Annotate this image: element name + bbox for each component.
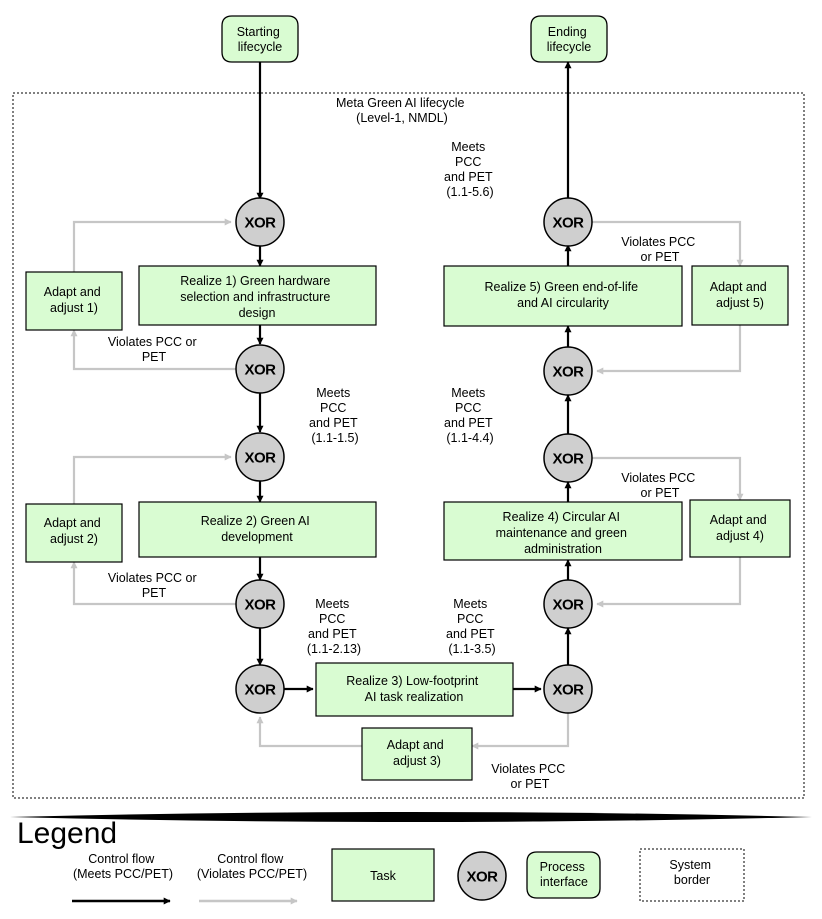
svg-text:XOR: XOR bbox=[552, 215, 584, 232]
svg-text:Adapt and adjust 5): Adapt and adjust 5) bbox=[710, 280, 770, 310]
svg-text:Adapt and adjust 2): Adapt and adjust 2) bbox=[44, 516, 104, 546]
svg-text:Starting lifecycle: Starting lifecycle bbox=[237, 25, 284, 54]
xor-gateway-4: XOR bbox=[235, 579, 285, 629]
svg-text:XOR: XOR bbox=[552, 682, 584, 699]
xor-gateway-6: XOR bbox=[543, 664, 593, 714]
adapt-3: Adapt and adjust 3) bbox=[361, 727, 473, 781]
violates-label-1: Violates PCC or PET bbox=[108, 335, 200, 364]
svg-text:Task: Task bbox=[370, 869, 396, 883]
svg-text:Adapt and adjust 1): Adapt and adjust 1) bbox=[44, 285, 104, 315]
legend-xor-gateway: XOR bbox=[457, 851, 507, 901]
legend-xor: XOR bbox=[457, 851, 507, 901]
xor-gateway-7: XOR bbox=[543, 579, 593, 629]
xor-gateway-1: XOR bbox=[235, 197, 285, 247]
svg-text:Ending lifecycle: Ending lifecycle bbox=[547, 25, 592, 54]
task-4: Realize 4) Circular AI maintenance and g… bbox=[443, 501, 683, 561]
legend-system-border: System border bbox=[639, 848, 745, 902]
svg-text:Realize 1) Green hardware: Realize 1) Green hardware selection and … bbox=[180, 274, 334, 320]
svg-text:XOR: XOR bbox=[244, 362, 276, 379]
svg-text:Realize 2) Green AI deve: Realize 2) Green AI development bbox=[201, 514, 314, 544]
violates-label-3: Violates PCC or PET bbox=[491, 762, 569, 791]
violates-label-2: Violates PCC or PET bbox=[108, 571, 200, 600]
violates-label-4: Violates PCC or PET bbox=[621, 471, 699, 500]
xor-gateway-9: XOR bbox=[543, 346, 593, 396]
svg-text:Process interface: Process interface bbox=[540, 860, 589, 889]
svg-text:Adapt and adjust 4): Adapt and adjust 4) bbox=[710, 513, 770, 543]
svg-text:XOR: XOR bbox=[244, 450, 276, 467]
svg-text:XOR: XOR bbox=[244, 597, 276, 614]
meets-label-5: Meets PCC and PET (1.1-5.6) bbox=[444, 140, 496, 199]
legend-title: Legend bbox=[17, 817, 117, 850]
task-3: Realize 3) Low-footprint AI task realiza… bbox=[315, 662, 514, 717]
svg-text:Realize 5) Green end-of-life: Realize 5) Green end-of-life and AI circ… bbox=[484, 280, 641, 310]
svg-text:XOR: XOR bbox=[244, 682, 276, 699]
legend-meets-flow: Control flow (Meets PCC/PET) bbox=[72, 852, 173, 905]
svg-text:XOR: XOR bbox=[552, 597, 584, 614]
xor-gateway-2: XOR bbox=[235, 344, 285, 394]
xor-gateway-5: XOR bbox=[235, 664, 285, 714]
task-5: Realize 5) Green end-of-life and AI circ… bbox=[443, 265, 683, 327]
svg-text:Control flow (Meets PCC/: Control flow (Meets PCC/PET) bbox=[73, 852, 173, 881]
meets-label-4: Meets PCC and PET (1.1-4.4) bbox=[444, 386, 496, 445]
xor-gateway-8: XOR bbox=[543, 433, 593, 483]
svg-text:Control flow (Violates P: Control flow (Violates PCC/PET) bbox=[197, 852, 307, 881]
legend-task: Task bbox=[331, 848, 435, 902]
task-2: Realize 2) Green AI development bbox=[138, 501, 377, 558]
task-1: Realize 1) Green hardware selection and … bbox=[138, 265, 377, 326]
meets-flows bbox=[256, 61, 572, 693]
adapt-4: Adapt and adjust 4) bbox=[689, 499, 791, 558]
svg-text:XOR: XOR bbox=[466, 869, 498, 886]
xor-gateway-3: XOR bbox=[235, 432, 285, 482]
svg-text:XOR: XOR bbox=[552, 364, 584, 381]
start-interface: Starting lifecycle bbox=[221, 15, 299, 63]
end-interface: Ending lifecycle bbox=[530, 15, 608, 63]
svg-text:Adapt and adjust 3): Adapt and adjust 3) bbox=[387, 738, 447, 768]
meets-label-3: Meets PCC and PET (1.1-3.5) bbox=[446, 597, 498, 656]
xor-gateway-10: XOR bbox=[543, 197, 593, 247]
legend-separator bbox=[10, 812, 812, 822]
adapt-2: Adapt and adjust 2) bbox=[25, 503, 123, 563]
adapt-5: Adapt and adjust 5) bbox=[691, 265, 789, 326]
meets-label-1: Meets PCC and PET (1.1-1.5) bbox=[309, 386, 361, 445]
svg-text:XOR: XOR bbox=[552, 451, 584, 468]
svg-text:Realize 3) Low-footprint: Realize 3) Low-footprint AI task realiza… bbox=[346, 674, 482, 704]
start-label: Starting bbox=[237, 25, 280, 39]
svg-text:Realize 4) Circular AI m: Realize 4) Circular AI maintenance and g… bbox=[496, 510, 631, 556]
border-title: Meta Green AI lifecycle (Level-1, NMDL) bbox=[336, 96, 468, 125]
adapt-1: Adapt and adjust 1) bbox=[25, 271, 123, 331]
svg-text:System border: System border bbox=[669, 858, 714, 887]
legend-process-interface: Process interface bbox=[526, 851, 601, 899]
svg-text:XOR: XOR bbox=[244, 215, 276, 232]
meets-label-2: Meets PCC and PET (1.1-2.13) bbox=[307, 597, 361, 656]
xor-gateways: XOR XOR XOR XOR XOR XOR XOR XOR XOR XOR bbox=[235, 197, 593, 714]
legend-violates-flow: Control flow (Violates PCC/PET) bbox=[197, 852, 307, 905]
violates-label-5: Violates PCC or PET bbox=[621, 235, 699, 264]
violates-flows bbox=[70, 218, 744, 750]
